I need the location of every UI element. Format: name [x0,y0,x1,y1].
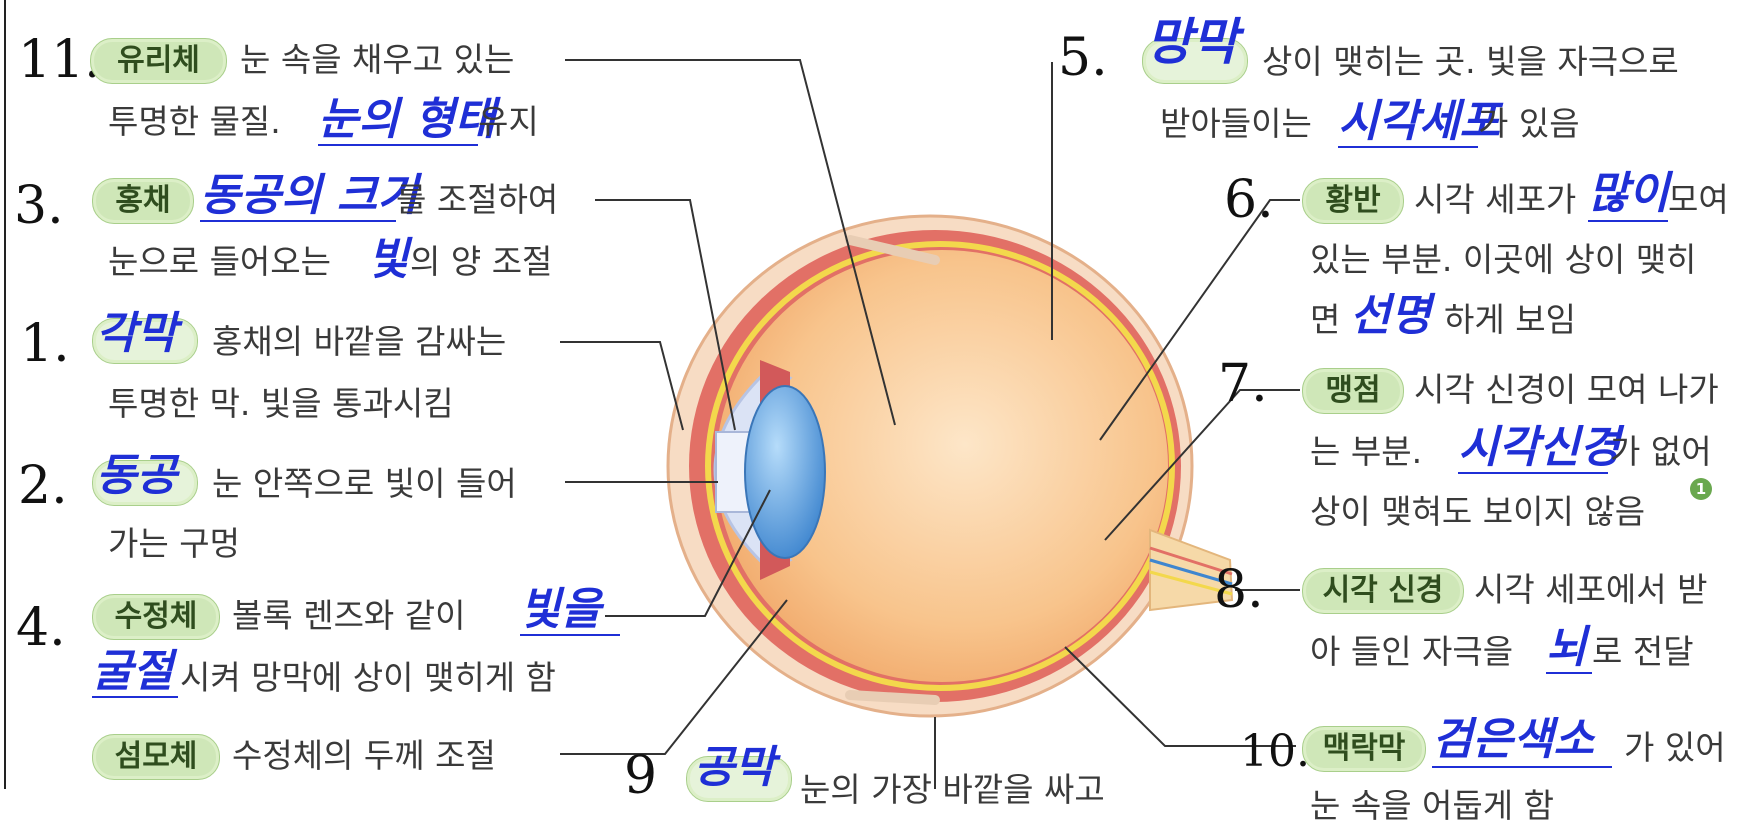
blindspot-text-1: 시각 신경이 모여 나가 [1414,370,1719,410]
eye-diagram: 11. 유리체 눈 속을 채우고 있는 투명한 물질. 눈의 형태 유지 3. … [0,0,1753,789]
lens-text-1: 볼록 렌즈와 같이 [232,596,466,636]
lens-underline-2 [92,696,178,698]
macula-text-2: 있는 부분. 이곳에 상이 맺히 [1310,240,1696,280]
macula-label: 황반 [1302,178,1404,224]
iris-text-2a: 눈으로 들어오는 [108,242,331,282]
choroid-label: 맥락막 [1302,726,1426,772]
retina-text-2a: 받아들이는 [1160,104,1312,144]
number-7: 7. [1218,356,1268,412]
iris-label: 홍채 [92,178,194,224]
lens-underline [520,634,620,636]
iris-text-1: 를 조절하여 [396,180,558,220]
retina-handwriting: 망막 [1146,18,1238,66]
vitreous-handwriting: 눈의 형태 [318,96,495,144]
sclera-text: 눈의 가장 바깥을 싸고 [800,770,1105,810]
macula-text-1a: 시각 세포가 [1414,180,1576,220]
blindspot-text-2b: 가 없어 [1610,432,1712,472]
vitreous-underline [318,144,478,146]
blindspot-text-3: 상이 맺혀도 보이지 않음 [1310,492,1645,532]
macula-handwriting-2: 선명 [1350,292,1431,340]
retina-text-2b: 가 있음 [1478,104,1580,144]
optic-nerve-text-1: 시각 세포에서 받 [1474,570,1708,610]
lens-handwriting: 빛을 [520,586,601,634]
cornea-handwriting: 각막 [96,310,177,358]
number-11: 11. [18,32,101,88]
pupil-text-1: 눈 안쪽으로 빛이 들어 [212,464,517,504]
number-6: 6. [1224,172,1274,228]
pupil-handwriting: 동공 [96,452,177,500]
number-9: 9 [624,748,657,804]
choroid-text-2: 눈 속을 어둡게 함 [1310,786,1554,826]
retina-text-1: 상이 맺히는 곳. 빛을 자극으로 [1262,42,1679,82]
blindspot-label: 맹점 [1302,368,1404,414]
lens-shape [745,386,825,558]
lens-handwriting-2: 굴절 [92,648,173,696]
number-10: 10. [1240,724,1310,780]
optic-nerve-text-2b: 로 전달 [1592,632,1694,672]
vitreous-text-2a: 투명한 물질. [108,102,281,142]
number-3: 3. [14,178,64,234]
blindspot-handwriting: 시각신경 [1458,424,1620,472]
ciliary-label: 섬모체 [92,734,220,780]
vitreous-text-2b: 유지 [478,102,539,142]
retina-underline [1338,146,1478,148]
lens-label: 수정체 [92,594,220,640]
number-8: 8. [1214,562,1264,618]
choroid-underline [1432,766,1612,768]
number-5: 5. [1058,30,1108,86]
iris-handwriting-2: 빛 [368,236,408,284]
iris-underline [200,220,396,222]
optic-nerve-label: 시각 신경 [1302,568,1464,614]
choroid-handwriting: 검은색소 [1432,716,1594,764]
vitreous-label: 유리체 [90,38,227,84]
sclera-handwriting: 공막 [694,744,775,792]
retina-handwriting-2: 시각세포 [1338,98,1500,146]
vitreous-text-1: 눈 속을 채우고 있는 [240,40,514,80]
blindspot-underline [1458,472,1608,474]
number-2: 2. [18,458,68,514]
blindspot-text-2a: 는 부분. [1310,432,1422,472]
ciliary-text-1: 수정체의 두께 조절 [232,736,496,776]
number-4: 4. [16,600,66,656]
macula-underline [1588,220,1668,222]
optic-nerve-text-2a: 아 들인 자극을 [1310,632,1513,672]
number-1: 1. [20,316,70,372]
pupil-text-2: 가는 구멍 [108,524,240,564]
cornea-text-2: 투명한 막. 빛을 통과시킴 [108,384,454,424]
info-badge-icon[interactable]: 1 [1690,478,1712,500]
left-margin-line [4,0,6,789]
macula-text-3b: 하게 보임 [1444,300,1576,340]
iris-handwriting: 동공의 크기 [200,172,418,220]
optic-nerve-underline [1546,672,1592,674]
optic-nerve-handwriting: 뇌 [1546,624,1586,672]
macula-text-1b: 모여 [1668,180,1729,220]
macula-handwriting: 많이 [1588,170,1669,218]
lens-text-2: 시켜 망막에 상이 맺히게 함 [180,658,556,698]
macula-text-3a: 면 [1310,300,1340,340]
cornea-text-1: 홍채의 바깥을 감싸는 [212,322,506,362]
choroid-text-1: 가 있어 [1624,728,1726,768]
iris-text-2b: 의 양 조절 [410,242,552,282]
